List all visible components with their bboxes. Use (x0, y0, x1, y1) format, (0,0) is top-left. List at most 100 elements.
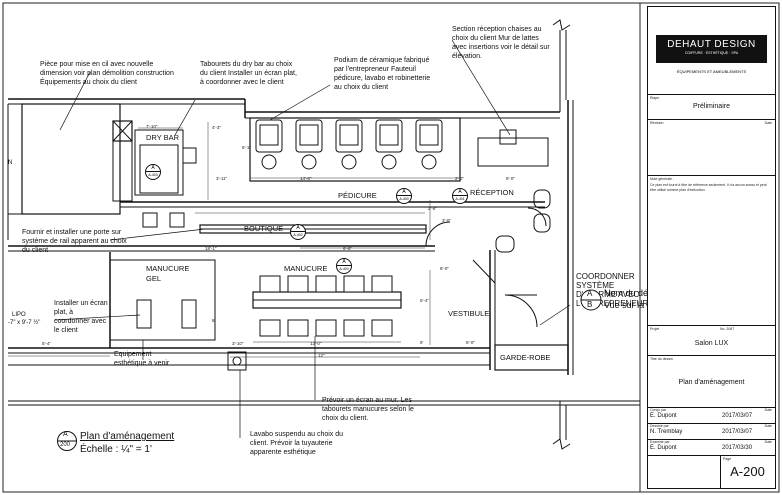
projet-label: Projet (650, 327, 660, 331)
dimension-label: 8'-0" (506, 176, 515, 181)
projet-cell: Projet No. 2067 Salon LUX (648, 326, 775, 356)
dimension-label: 2'-0" (455, 176, 464, 181)
dessine-label: Dessiné par (650, 424, 669, 428)
room-label-manucure: MANUCURE (284, 264, 328, 273)
dimension-label: 4'-3" (212, 125, 221, 130)
note-text: Ce plan est fourni à titre de référence … (650, 183, 767, 192)
dimension-label: 7'-10" (146, 124, 158, 129)
room-label-lipo-dim: -7" x 9'-7 ½" (8, 320, 41, 326)
dimension-label: 8'-0" (440, 266, 449, 271)
room-label-garde-robe: GARDE-ROBE (500, 353, 551, 362)
room-label-vestibule: VESTIBULE (448, 309, 490, 318)
dimension-label: 5'-4" (42, 341, 51, 346)
dimension-label: 6'-6" (343, 246, 352, 251)
dimension-label: 3'-10" (232, 341, 244, 346)
note-podium: Podium de céramique fabriqué par l'entre… (334, 57, 431, 91)
projet-value: Salon LUX (694, 340, 729, 347)
note-prevoir-ecran: Prévoir un écran au mur. Les tabourets m… (322, 397, 414, 422)
title-block-logo-cell: DEHAUT DESIGN COIFFURE · ESTHÉTIQUE · SP… (648, 7, 775, 95)
dimension-label: 3'-11" (216, 176, 228, 181)
edge-letter: N (8, 160, 13, 166)
concu-value: E. Dupont (650, 413, 677, 419)
examine-label: Examiné par (650, 440, 670, 444)
legend-symbol (580, 289, 602, 311)
concu-date: 2017/03/07 (722, 413, 753, 419)
dimension-label: 5'-0" (466, 340, 475, 345)
examine-date-label: Date (764, 440, 772, 444)
drawing-title-bubble (57, 431, 77, 451)
note-section-reception: Section réception chaises au choix du cl… (452, 26, 550, 60)
company-name: DEHAUT DESIGN (667, 39, 756, 50)
legend-line-1: Nom du détail (604, 288, 660, 298)
drawing-title: Plan d'aménagement (80, 431, 175, 442)
projet-number: No. 2067 (720, 327, 735, 331)
drawing-title-bubble-bottom: 200 (60, 442, 71, 448)
note-porte-rail: Fournir et installer une porte sur systè… (22, 229, 127, 254)
note-label: Note générale : (650, 177, 674, 181)
dessine-value: N. Tremblay (650, 429, 683, 435)
page-label: Page (723, 457, 732, 461)
page-cell: Page A-200 (720, 456, 775, 488)
dimension-label: 5'-1" (242, 145, 251, 150)
room-label-dry-bar: DRY BAR (146, 133, 180, 142)
note-lavabo: Lavabo suspendu au choix du client. Prév… (250, 431, 344, 456)
dimension-label: 12" (318, 353, 325, 358)
concu-date-label: Date (764, 408, 772, 412)
dimension-label: 9' (420, 340, 424, 345)
dimension-label: 3'-0" (442, 218, 451, 223)
etape-value: Préliminaire (693, 103, 730, 110)
dimension-label: 12'-0" (310, 341, 322, 346)
note-cell: Note générale : Ce plan est fourni à tit… (648, 176, 775, 326)
revision-label: Révision (650, 121, 664, 125)
etape-cell: Étape Préliminaire (648, 95, 775, 120)
room-label-lipo: LIPO (12, 312, 26, 318)
dimension-label: 14'-8" (300, 176, 312, 181)
company-tagline: ÉQUIPEMENTS ET AMEUBLEMENTS (676, 69, 747, 74)
room-label-reception: RÉCEPTION (470, 188, 514, 197)
examine-cell: Examiné par Date E. Dupont 2017/03/30 (648, 440, 775, 456)
legend-letter-top: A (587, 289, 593, 298)
note-coordonner-alarme: COORDONNER SYSTÈME D'ALARME AVEC L'ENTRE… (576, 272, 649, 308)
company-subtitle: COIFFURE · ESTHÉTIQUE · SPA (684, 51, 739, 55)
dessine-date: 2017/03/07 (722, 429, 753, 435)
pedicure-chairs (255, 119, 443, 170)
concu-label: Conçu par (650, 408, 667, 412)
room-label-boutique: BOUTIQUE (244, 224, 284, 233)
manicure-chairs (136, 275, 393, 337)
dessine-date-label: Date (764, 424, 772, 428)
dimension-label: 2'-8" (428, 206, 437, 211)
titre-label: Titre du dessin (650, 357, 673, 361)
revision-date-label: Date (764, 121, 772, 125)
drawing-scale: Échelle : ¼" = 1' (80, 444, 152, 455)
note-equipement: Equipement esthétique à venir (114, 351, 170, 367)
room-label-manucure-gel: MANUCURE GEL (146, 264, 190, 283)
note-tabourets-dry-bar: Tabourets du dry bar au choix du client … (200, 61, 297, 86)
company-logo: DEHAUT DESIGN COIFFURE · ESTHÉTIQUE · SP… (656, 35, 767, 63)
dessine-cell: Dessiné par Date N. Tremblay 2017/03/07 (648, 424, 775, 440)
note-piece-cil: Pièce pour mise en cil avec nouvelle dim… (40, 61, 174, 86)
title-block: DEHAUT DESIGN COIFFURE · ESTHÉTIQUE · SP… (647, 6, 776, 489)
titre-cell: Titre du dessin Plan d'aménagement (648, 356, 775, 408)
page-value: A-200 (730, 464, 765, 479)
legend-line-2: Vue sur la page (604, 300, 667, 310)
examine-date: 2017/03/30 (722, 445, 753, 451)
drawing-title-bubble-top: A (63, 431, 68, 438)
room-label-pedicure: PÉDICURE (338, 191, 377, 200)
dimension-label: 5'-4" (420, 298, 429, 303)
etape-label: Étape (650, 96, 660, 100)
dimension-label: 18'-1" (205, 246, 217, 251)
examine-value: E. Dupont (650, 445, 677, 451)
titre-value: Plan d'aménagement (678, 379, 745, 386)
concu-cell: Conçu par Date E. Dupont 2017/03/07 (648, 408, 775, 424)
revision-cell: Révision Date (648, 120, 775, 176)
note-ecran-lipo: Installer un écran plat, à coordonner av… (54, 300, 108, 334)
legend-letter-bottom: B (587, 300, 593, 309)
